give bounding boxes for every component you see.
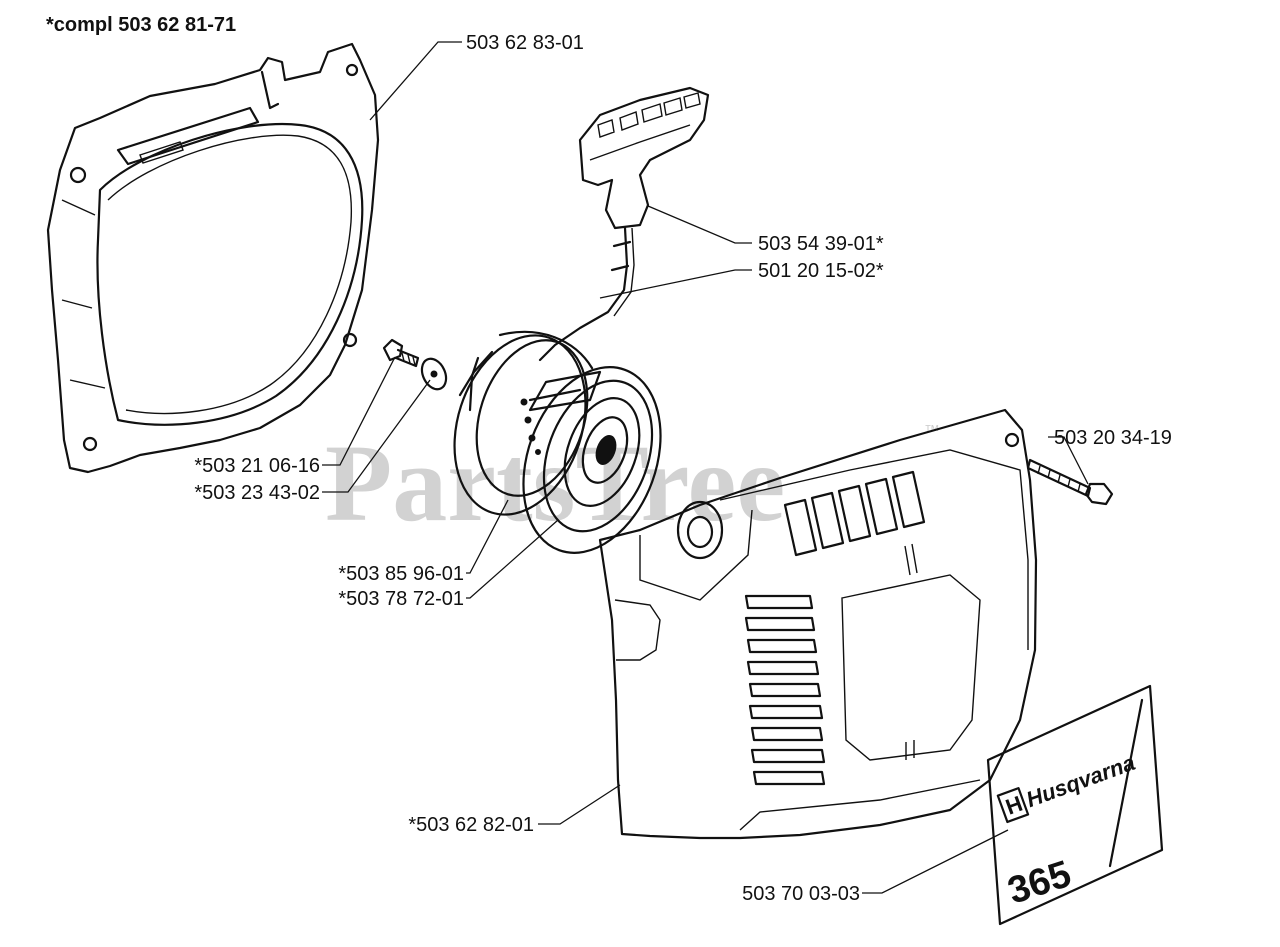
- callout-starter-housing-frame: 503 62 83-01: [466, 32, 584, 54]
- callout-starter-handle: 503 54 39-01*: [758, 233, 884, 255]
- recoil-spring: [522, 366, 662, 554]
- callout-pulley-screw: *503 21 06-16: [194, 455, 320, 477]
- assembly-title: *compl 503 62 81-71: [46, 14, 236, 36]
- callout-starter-cover: *503 62 82-01: [408, 814, 534, 836]
- pulley-washer: [420, 357, 448, 391]
- callout-recoil-spring: *503 78 72-01: [338, 588, 464, 610]
- callout-rope-pulley: *503 85 96-01: [338, 563, 464, 585]
- callout-cover-screw: 503 20 34-19: [1054, 427, 1172, 449]
- cover-screw: [1026, 458, 1114, 506]
- decal-365: H Husqvarna 365: [986, 684, 1164, 926]
- starter-housing-frame: [46, 42, 380, 474]
- decal-brand: Husqvarna: [1023, 750, 1138, 812]
- starter-rope: [538, 226, 635, 362]
- pulley-screw: [382, 338, 420, 368]
- callout-starter-rope: 501 20 15-02*: [758, 260, 884, 282]
- callout-pulley-washer: *503 23 43-02: [194, 482, 320, 504]
- watermark: PartsTree: [325, 422, 785, 544]
- callout-decal-365: 503 70 03-03: [742, 883, 860, 905]
- callout-labels: 503 62 83-01 503 54 39-01* 501 20 15-02*…: [194, 32, 1172, 905]
- leader-lines: [322, 41, 1089, 894]
- starter-handle: [578, 86, 710, 230]
- decal-model: 365: [1003, 853, 1076, 913]
